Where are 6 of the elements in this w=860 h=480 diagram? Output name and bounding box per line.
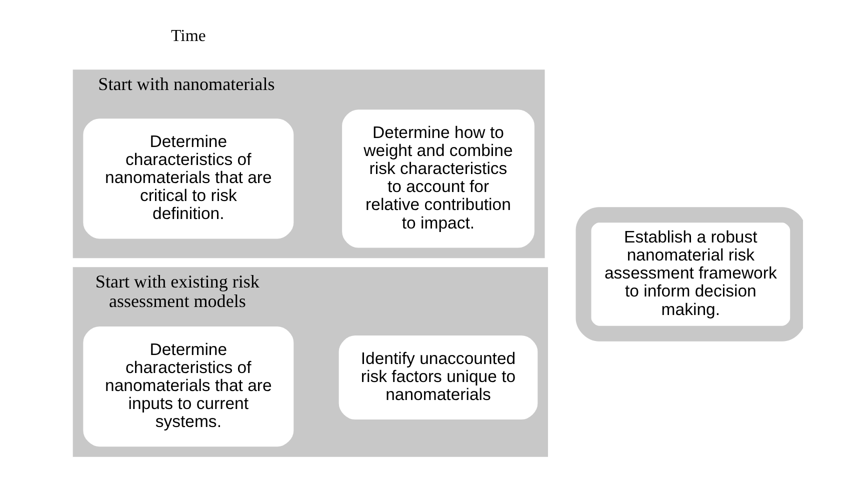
node-box: Determine characteristics of nanomaterials that are inputs to current systems.: [82, 326, 294, 447]
node-box: Determine how to weight and combine risk characteristics to account for relative contribution to impact.: [342, 110, 534, 248]
node-box: Establish a robust nanomaterial risk assessment framework to inform decision making.: [575, 207, 802, 342]
node-box: Determine characteristics of nanomaterials that are critical to risk definition.: [82, 118, 294, 239]
node-box: Identify unaccounted risk factors unique to nanomaterials: [338, 336, 538, 420]
label: Time: [170, 26, 206, 46]
